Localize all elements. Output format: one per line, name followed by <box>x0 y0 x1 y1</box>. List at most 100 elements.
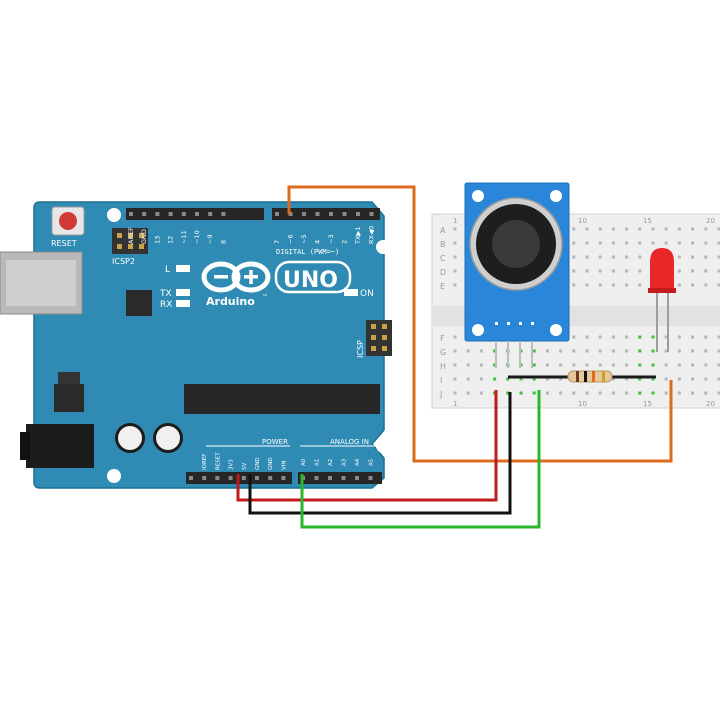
analog-pin-socket[interactable] <box>314 476 319 480</box>
digital-pin-socket[interactable] <box>342 212 347 216</box>
led-on <box>344 289 358 296</box>
breadboard-hole <box>691 227 695 231</box>
power-pin-label: IOREF <box>202 454 208 470</box>
breadboard-connected-hole <box>651 391 655 395</box>
icsp-pins <box>371 324 387 351</box>
sound-sensor-module <box>464 182 570 368</box>
reset-label: RESET <box>51 239 77 248</box>
digital-pin-label: 8 <box>219 240 227 244</box>
resistor-band <box>584 371 587 382</box>
digital-pin-socket[interactable] <box>155 212 160 216</box>
black-wire-gnd <box>248 392 512 515</box>
breadboard-hole <box>611 349 615 353</box>
breadboard-hole <box>585 269 589 273</box>
digital-pin-socket[interactable] <box>208 212 213 216</box>
power-pin-socket[interactable] <box>228 476 233 480</box>
breadboard-hole <box>677 335 681 339</box>
led-l-label: L <box>165 265 170 275</box>
breadboard-hole <box>717 349 720 353</box>
atmega-microcontroller <box>184 384 380 414</box>
breadboard-connected-hole <box>638 363 642 367</box>
icsp-pin <box>382 346 387 351</box>
breadboard-connected-hole <box>651 349 655 353</box>
icsp2-pin <box>139 233 144 238</box>
breadboard-hole <box>625 377 629 381</box>
analog-pin-socket[interactable] <box>328 476 332 480</box>
led-rx <box>176 300 190 307</box>
breadboard-hole <box>677 283 681 287</box>
power-pin-socket[interactable] <box>255 476 259 480</box>
reset-button-cap[interactable] <box>59 212 77 230</box>
digital-pin-label: ~5 <box>300 234 308 244</box>
power-pin-socket[interactable] <box>241 476 246 480</box>
breadboard-hole <box>572 283 576 287</box>
digital-pin-label: ~9 <box>206 234 214 244</box>
breadboard-hole <box>598 255 602 259</box>
breadboard-hole <box>611 377 615 381</box>
resistor-body <box>567 370 613 383</box>
power-pin-label: RESET <box>215 452 221 470</box>
breadboard-hole <box>625 255 629 259</box>
breadboard-connected-hole <box>638 335 642 339</box>
breadboard-hole <box>625 391 629 395</box>
power-pin-socket[interactable] <box>202 476 207 480</box>
bb-row-letter-g: G <box>440 348 446 357</box>
module-pin-pad <box>495 322 498 325</box>
led-tx <box>176 289 190 296</box>
arduino-pcb <box>33 201 385 489</box>
breadboard-hole <box>717 227 720 231</box>
breadboard-hole <box>704 255 708 259</box>
breadboard-connected-hole <box>651 363 655 367</box>
digital-pin-socket[interactable] <box>142 212 147 216</box>
breadboard-hole <box>611 391 615 395</box>
power-pin-socket[interactable] <box>281 476 286 480</box>
analog-pin-socket[interactable] <box>341 476 346 480</box>
digital-pin-label: GND <box>140 229 148 244</box>
breadboard-connected-hole <box>638 391 642 395</box>
icsp2-header <box>112 228 148 254</box>
analog-pin-socket[interactable] <box>355 476 359 480</box>
power-pin-socket[interactable] <box>268 476 273 480</box>
digital-pin-socket[interactable] <box>369 212 374 216</box>
breadboard-hole <box>638 283 642 287</box>
breadboard-hole <box>611 335 615 339</box>
breadboard-connected-hole <box>651 377 655 381</box>
arduino-logo: UNO Arduino ™ <box>201 260 352 308</box>
breadboard-hole <box>545 363 549 367</box>
digital-pin-socket[interactable] <box>195 212 199 216</box>
breadboard-hole <box>625 269 629 273</box>
breadboard-connected-hole <box>532 363 536 367</box>
breadboard-hole <box>651 227 655 231</box>
bb-col-number-15-top: 15 <box>643 217 652 225</box>
power-pin-socket[interactable] <box>215 476 220 480</box>
digital-pin-socket[interactable] <box>315 212 320 216</box>
digital-pin-socket[interactable] <box>302 212 306 216</box>
analog-pin-socket[interactable] <box>368 476 373 480</box>
breadboard-hole <box>559 391 563 395</box>
breadboard-hole <box>453 349 457 353</box>
logo-plus-icon-vertical <box>249 270 253 284</box>
digital-pin-socket[interactable] <box>275 212 279 216</box>
trademark-symbol: ™ <box>262 294 268 301</box>
breadboard-hole <box>691 377 695 381</box>
digital-pin-socket[interactable] <box>221 212 226 216</box>
digital-pin-socket[interactable] <box>129 212 133 216</box>
digital-pin-socket[interactable] <box>168 212 173 216</box>
breadboard-hole <box>453 283 457 287</box>
breadboard-hole <box>625 241 629 245</box>
breadboard-hole <box>677 227 681 231</box>
breadboard-hole <box>453 391 457 395</box>
breadboard-hole <box>466 363 470 367</box>
module-mounting-hole <box>550 190 562 202</box>
digital-pin-socket[interactable] <box>181 212 186 216</box>
breadboard-hole <box>585 391 589 395</box>
breadboard-hole <box>691 269 695 273</box>
breadboard-hole <box>717 283 720 287</box>
digital-pin-socket[interactable] <box>356 212 360 216</box>
digital-pin-socket[interactable] <box>329 212 333 216</box>
breadboard-hole <box>572 269 576 273</box>
power-pin-socket[interactable] <box>189 476 193 480</box>
digital-pin-label: 13 <box>153 236 161 244</box>
